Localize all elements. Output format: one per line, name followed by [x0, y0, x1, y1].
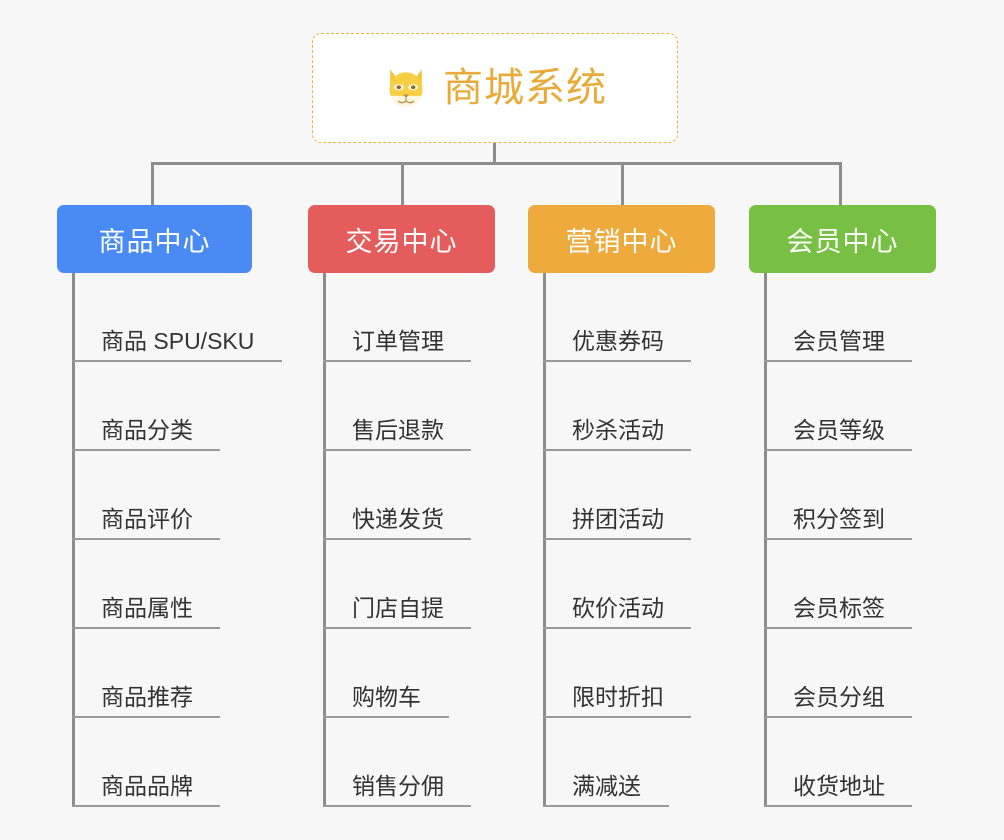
leaf-item-label: 售后退款 [352, 417, 444, 443]
leaf-item-label: 商品评价 [101, 506, 193, 532]
category-header-trade-center[interactable]: 交易中心 [308, 205, 495, 273]
leaf-list: 会员管理会员等级积分签到会员标签会员分组收货地址 [749, 273, 912, 807]
leaf-item-underline [72, 538, 220, 540]
leaf-item-label: 秒杀活动 [572, 417, 664, 443]
leaf-item[interactable]: 限时折扣 [528, 629, 691, 718]
leaf-item-underline [323, 805, 471, 807]
connector-horizontal-bus [151, 162, 842, 165]
leaf-item[interactable]: 商品属性 [57, 540, 262, 629]
leaf-item-underline [543, 538, 691, 540]
leaf-item[interactable]: 满减送 [528, 718, 672, 807]
category-header-product-center[interactable]: 商品中心 [57, 205, 252, 273]
category-title: 交易中心 [345, 226, 458, 257]
leaf-item[interactable]: 商品品牌 [57, 718, 262, 807]
leaf-item-label: 收货地址 [793, 773, 885, 799]
leaf-item[interactable]: 会员分组 [749, 629, 912, 718]
leaf-item-label: 优惠券码 [572, 328, 664, 354]
leaf-item-underline [764, 360, 912, 362]
leaf-item[interactable]: 商品 SPU/SKU [57, 273, 282, 362]
leaf-item-underline [764, 627, 912, 629]
leaf-item[interactable]: 商品评价 [57, 451, 262, 540]
leaf-item-underline [72, 716, 220, 718]
root-title: 商城系统 [443, 66, 607, 110]
leaf-item-underline [323, 360, 471, 362]
leaf-item-label: 商品品牌 [101, 773, 193, 799]
leaf-item[interactable]: 订单管理 [308, 273, 471, 362]
leaf-item-label: 积分签到 [793, 506, 885, 532]
leaf-item[interactable]: 秒杀活动 [528, 362, 691, 451]
leaf-item-label: 商品 SPU/SKU [101, 328, 255, 354]
dog-face-icon [389, 69, 423, 109]
leaf-item-underline [764, 805, 912, 807]
category-title: 营销中心 [565, 226, 678, 257]
leaf-item-label: 会员等级 [793, 417, 885, 443]
leaf-item-label: 商品属性 [101, 595, 193, 621]
column-trunk-line [323, 273, 326, 807]
category-title: 会员中心 [786, 226, 899, 257]
column-trunk-line [764, 273, 767, 807]
leaf-item-underline [764, 449, 912, 451]
leaf-item-underline [764, 538, 912, 540]
leaf-item-label: 满减送 [572, 773, 641, 799]
leaf-item-underline [323, 449, 471, 451]
leaf-item-underline [764, 716, 912, 718]
leaf-list: 商品 SPU/SKU 商品分类商品评价商品属性商品推荐商品品牌 [57, 273, 282, 807]
leaf-list: 优惠券码秒杀活动拼团活动砍价活动限时折扣满减送 [528, 273, 691, 807]
leaf-item[interactable]: 售后退款 [308, 362, 471, 451]
leaf-item[interactable]: 积分签到 [749, 451, 912, 540]
leaf-item-label: 门店自提 [352, 595, 444, 621]
leaf-item[interactable]: 会员标签 [749, 540, 912, 629]
connector-drop-trade [401, 162, 404, 207]
leaf-item-label: 会员管理 [793, 328, 885, 354]
leaf-item-underline [543, 627, 691, 629]
leaf-item-label: 销售分佣 [352, 773, 444, 799]
leaf-item[interactable]: 优惠券码 [528, 273, 691, 362]
leaf-item-label: 限时折扣 [572, 684, 664, 710]
column-trunk-line [543, 273, 546, 807]
category-title: 商品中心 [98, 226, 211, 257]
leaf-item[interactable]: 拼团活动 [528, 451, 691, 540]
leaf-item[interactable]: 商品推荐 [57, 629, 262, 718]
leaf-item-label: 商品推荐 [101, 684, 193, 710]
leaf-item[interactable]: 会员管理 [749, 273, 912, 362]
leaf-item[interactable]: 购物车 [308, 629, 452, 718]
leaf-item-label: 会员分组 [793, 684, 885, 710]
leaf-item-underline [72, 805, 220, 807]
leaf-item-underline [543, 360, 691, 362]
category-header-marketing-center[interactable]: 营销中心 [528, 205, 715, 273]
leaf-item-label: 订单管理 [352, 328, 444, 354]
leaf-item[interactable]: 门店自提 [308, 540, 471, 629]
leaf-item[interactable]: 收货地址 [749, 718, 912, 807]
leaf-list: 订单管理售后退款快递发货门店自提购物车销售分佣 [308, 273, 471, 807]
leaf-item-underline [72, 449, 220, 451]
leaf-item-underline [543, 449, 691, 451]
leaf-item[interactable]: 商品分类 [57, 362, 262, 451]
root-node[interactable]: 商城系统 [312, 33, 678, 143]
leaf-item-underline [323, 538, 471, 540]
leaf-item-underline [72, 627, 220, 629]
connector-drop-marketing [621, 162, 624, 207]
leaf-item-underline [323, 627, 471, 629]
leaf-item-underline [72, 360, 282, 362]
leaf-item-label: 砍价活动 [572, 595, 664, 621]
category-header-member-center[interactable]: 会员中心 [749, 205, 936, 273]
leaf-item[interactable]: 销售分佣 [308, 718, 471, 807]
leaf-item-label: 商品分类 [101, 417, 193, 443]
leaf-item[interactable]: 砍价活动 [528, 540, 691, 629]
leaf-item-underline [543, 716, 691, 718]
connector-drop-product [151, 162, 154, 207]
leaf-item-underline [323, 716, 449, 718]
leaf-item-label: 拼团活动 [572, 506, 664, 532]
column-trunk-line [72, 273, 75, 807]
leaf-item[interactable]: 会员等级 [749, 362, 912, 451]
leaf-item-label: 会员标签 [793, 595, 885, 621]
leaf-item-underline [543, 805, 669, 807]
leaf-item-label: 购物车 [352, 684, 421, 710]
connector-drop-member [839, 162, 842, 207]
leaf-item[interactable]: 快递发货 [308, 451, 471, 540]
connector-root-stem [493, 143, 496, 165]
leaf-item-label: 快递发货 [352, 506, 444, 532]
